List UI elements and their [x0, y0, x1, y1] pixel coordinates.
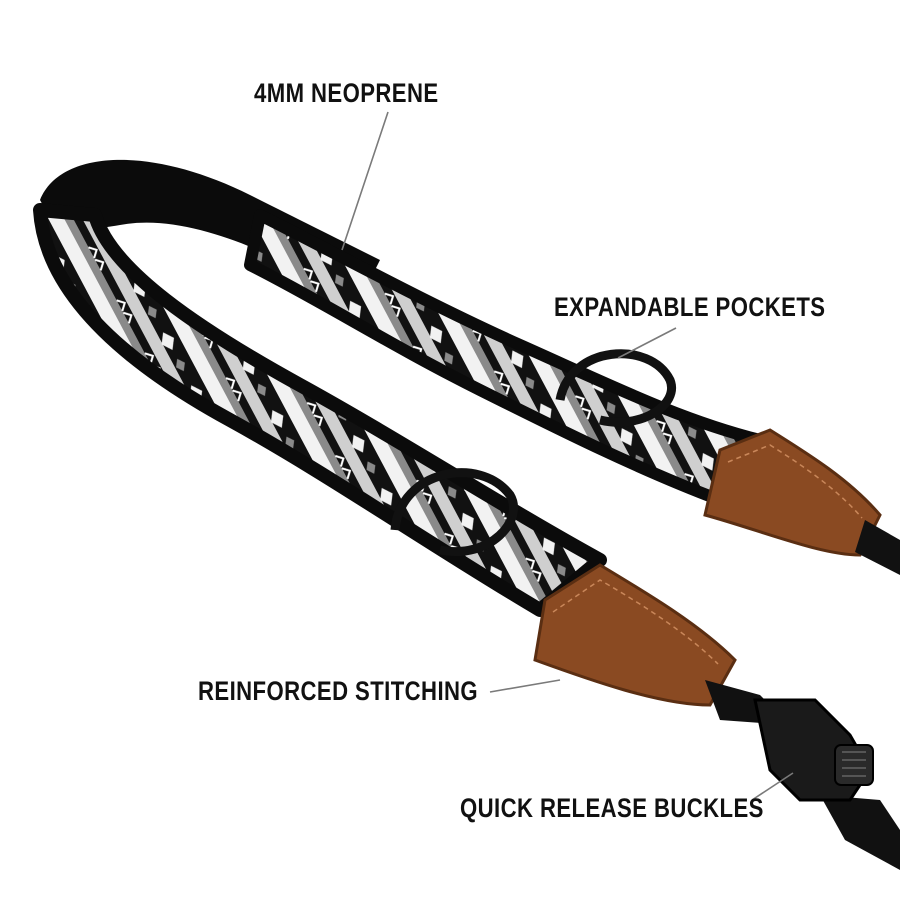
leather-tab-left: [533, 563, 737, 707]
leader-line-pockets: [617, 327, 677, 359]
webbing-right: [855, 520, 900, 575]
pocket-loop-upper: [555, 349, 676, 427]
callout-quick-release-buckles: QUICK RELEASE BUCKLES: [460, 793, 764, 823]
callout-expandable-pockets: EXPANDABLE POCKETS: [554, 292, 826, 322]
leader-lines: [341, 111, 794, 801]
callout-reinforced-stitching: REINFORCED STITCHING: [198, 676, 479, 706]
strap-body: [33, 159, 766, 617]
leader-line-stitching: [489, 679, 561, 693]
quick-release-buckle: [753, 698, 874, 802]
leader-line-buckles: [751, 772, 794, 801]
leather-tab-right: [703, 428, 882, 557]
leader-line-neoprene: [341, 111, 389, 251]
pocket-loop-lower: [390, 468, 518, 556]
callout-neoprene: 4MM NEOPRENE: [254, 78, 439, 108]
